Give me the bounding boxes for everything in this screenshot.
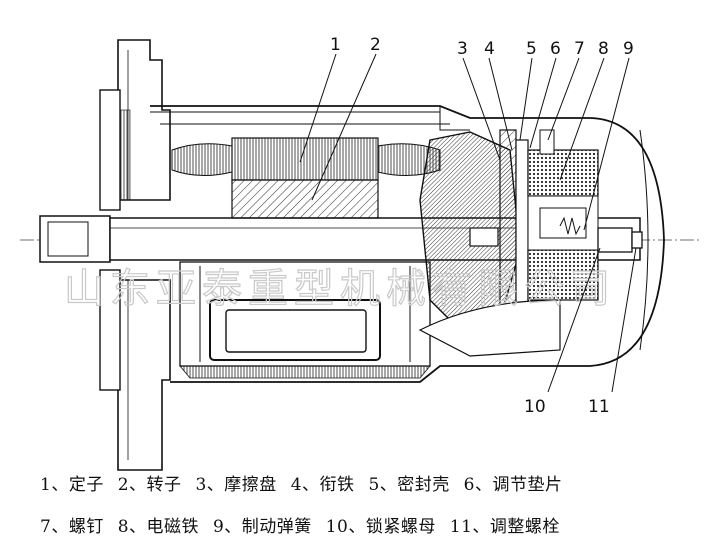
- legend-row-2: 7、螺钉 8、电磁铁 9、制动弹簧 10、锁紧螺母 11、调整螺栓: [40, 512, 720, 537]
- brake-assembly: [418, 129, 643, 357]
- legend-item: 6、调节垫片: [463, 475, 563, 495]
- legend-item: 3、摩擦盘: [195, 475, 277, 495]
- legend-item: 8、电磁铁: [117, 517, 200, 537]
- legend-item: 10、锁紧螺母: [325, 517, 436, 537]
- callout-2: 2: [370, 35, 381, 55]
- motor-housing: [150, 105, 665, 383]
- callout-7: 7: [574, 39, 585, 59]
- callout-6: 6: [550, 39, 561, 59]
- legend-item: 4、衔铁: [290, 475, 355, 495]
- legend-item: 2、转子: [117, 475, 182, 495]
- legend-row-1: 1、定子 2、转子 3、摩擦盘 4、衔铁 5、密封壳 6、调节垫片: [40, 470, 720, 495]
- callout-4: 4: [484, 39, 495, 59]
- watermark: 山东亚泰重型机械有限公司: [64, 266, 616, 312]
- stator: [171, 137, 441, 219]
- callout-11: 11: [588, 397, 610, 417]
- legend-item: 11、调整螺栓: [449, 517, 560, 537]
- legend-item: 7、螺钉: [40, 517, 104, 537]
- callout-3: 3: [457, 39, 468, 59]
- callout-10: 10: [524, 397, 546, 417]
- legend-item: 5、密封壳: [368, 475, 450, 495]
- callout-leaders: [299, 53, 637, 393]
- callout-8: 8: [598, 39, 609, 59]
- legend-item: 1、定子: [40, 475, 104, 495]
- callout-1: 1: [330, 35, 341, 55]
- callout-9: 9: [623, 39, 634, 59]
- callout-5: 5: [526, 39, 537, 59]
- front-flange: [99, 39, 171, 471]
- legend-item: 9、制动弹簧: [212, 517, 312, 537]
- rotor-winding-lower: [179, 261, 431, 379]
